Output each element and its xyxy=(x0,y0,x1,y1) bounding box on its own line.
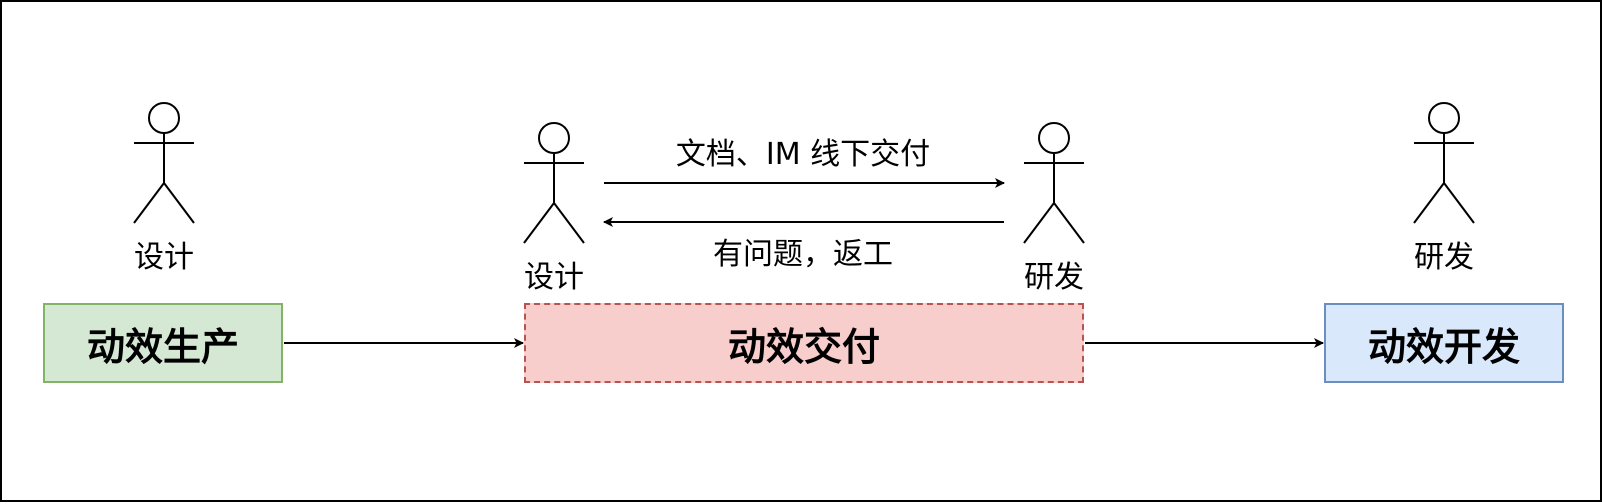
process-box-deliver: 动效交付 xyxy=(524,303,1084,383)
actor-label-designer-middle: 设计 xyxy=(524,260,584,295)
process-box-develop-label: 动效开发 xyxy=(1367,324,1520,369)
actor-label-designer-left: 设计 xyxy=(134,240,194,275)
process-box-deliver-label: 动效交付 xyxy=(727,324,880,369)
actor-figure-designer-middle xyxy=(523,122,585,244)
actor-label-developer-right: 研发 xyxy=(1414,240,1474,275)
actor-figure-designer-left xyxy=(133,102,195,224)
actor-figure-developer-middle xyxy=(1023,122,1085,244)
process-box-develop: 动效开发 xyxy=(1324,303,1564,383)
process-box-produce: 动效生产 xyxy=(43,303,283,383)
actor-figure-developer-right xyxy=(1413,102,1475,224)
message-forward-label: 文档、IM 线下交付 xyxy=(675,137,931,172)
actor-label-developer-middle: 研发 xyxy=(1024,260,1084,295)
process-box-produce-label: 动效生产 xyxy=(86,324,239,369)
message-back-label: 有问题，返工 xyxy=(713,237,893,272)
